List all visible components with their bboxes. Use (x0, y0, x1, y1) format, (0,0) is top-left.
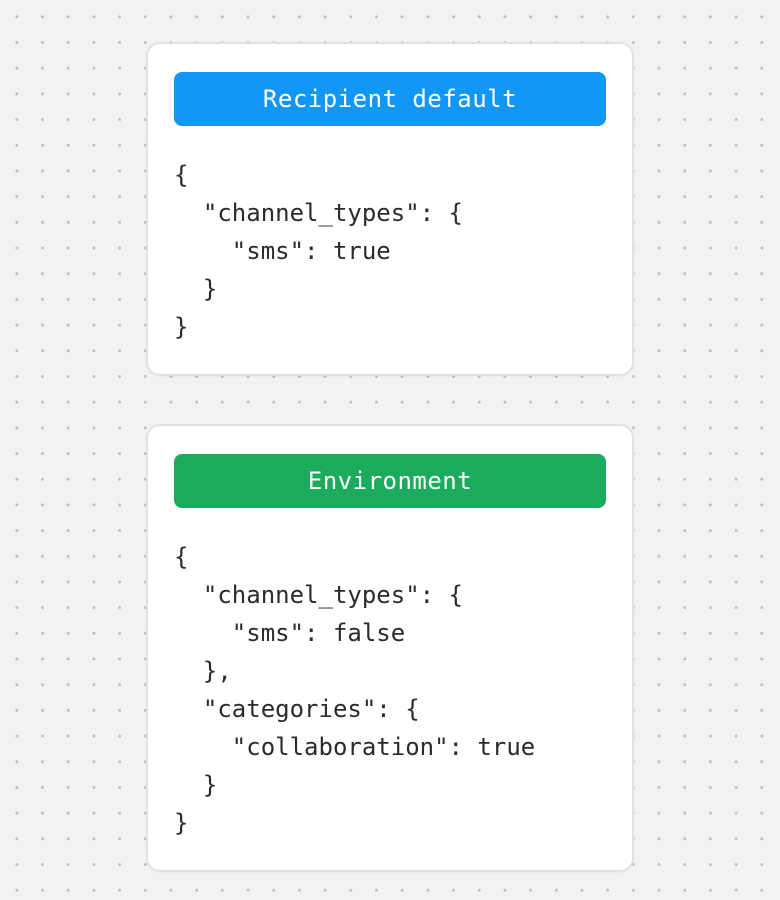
environment-badge: Environment (174, 454, 606, 508)
recipient-default-card: Recipient default { "channel_types": { "… (146, 42, 634, 376)
environment-card: Environment { "channel_types": { "sms": … (146, 424, 634, 872)
environment-json-code: { "channel_types": { "sms": false }, "ca… (174, 543, 536, 837)
recipient-default-json-code: { "channel_types": { "sms": true } } (174, 161, 463, 341)
recipient-default-badge: Recipient default (174, 72, 606, 126)
